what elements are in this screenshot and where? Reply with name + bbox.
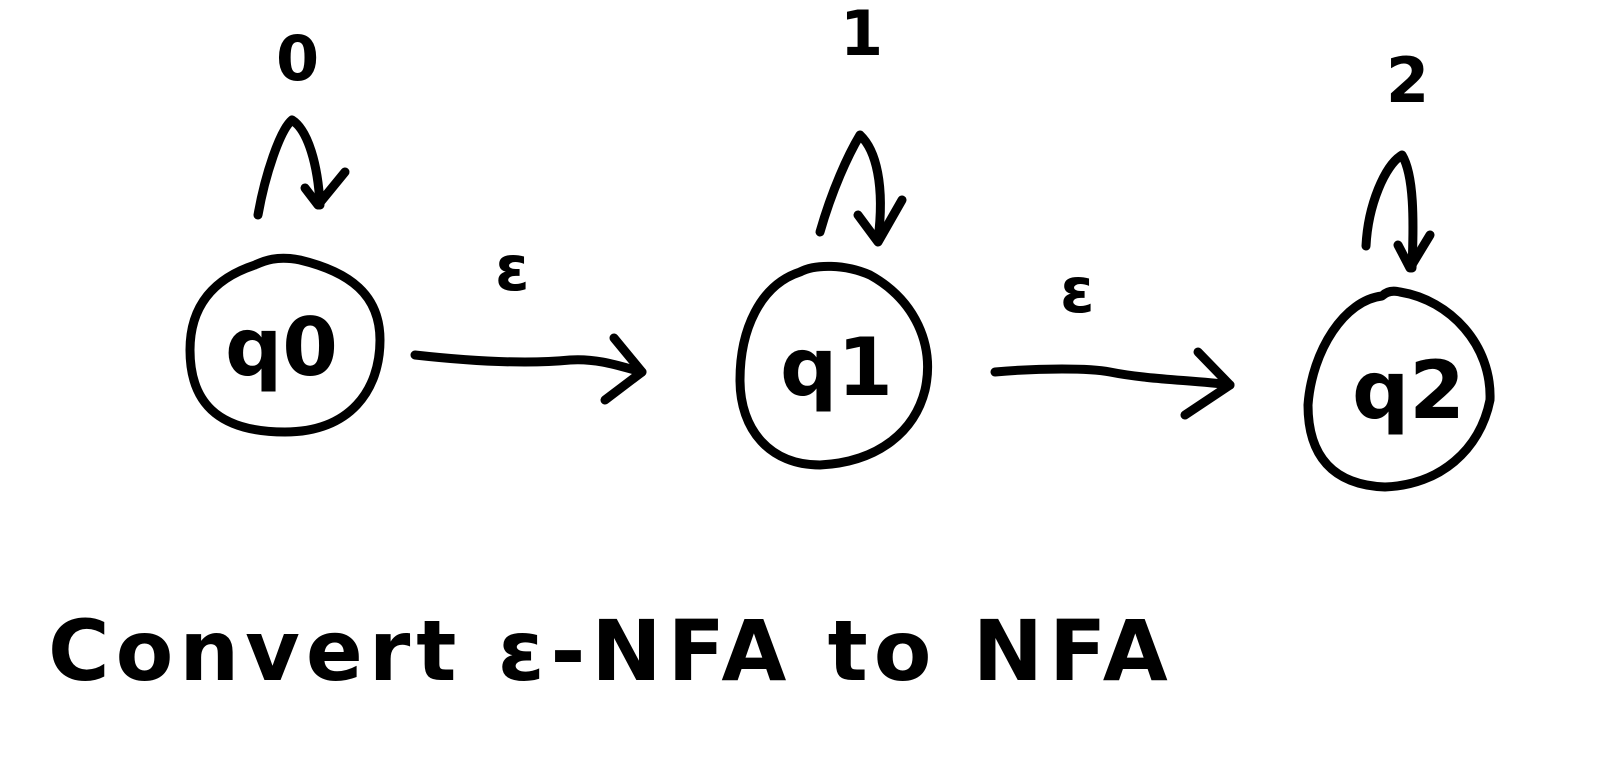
self-loop-q2-arc: [1361, 150, 1418, 273]
transition-q0-q1-arrowhead: [600, 333, 647, 405]
self-loop-q1-arc: [815, 130, 885, 245]
self-loop-q2-arrowhead: [1393, 230, 1435, 273]
self-loop-q0: 0: [253, 22, 350, 220]
state-q2-circle: [1303, 286, 1495, 492]
state-q0-label: q0: [225, 301, 338, 394]
state-q1-circle: [735, 261, 933, 470]
state-q0: q0: [185, 253, 385, 437]
transition-q0-q1: ε: [410, 232, 647, 405]
transition-q1-q2-arrowhead: [1180, 347, 1235, 420]
self-loop-q2: 2: [1361, 44, 1435, 273]
transition-q0-q1-label: ε: [495, 232, 530, 305]
state-q0-circle: [185, 253, 385, 437]
self-loop-q1: 1: [815, 0, 907, 247]
state-q1: q1: [735, 261, 933, 470]
transition-q1-q2-label: ε: [1060, 254, 1095, 327]
state-q1-label: q1: [780, 321, 893, 414]
transition-q1-q2-line: [990, 364, 1235, 390]
transition-q1-q2: ε: [990, 254, 1235, 420]
self-loop-q0-arrowhead: [300, 167, 350, 210]
self-loop-q1-label: 1: [840, 0, 883, 70]
self-loop-q0-label: 0: [276, 22, 319, 95]
self-loop-q1-arrowhead: [853, 195, 907, 247]
self-loop-q0-arc: [253, 115, 325, 220]
state-q2: q2: [1303, 286, 1495, 492]
transition-q0-q1-line: [410, 350, 647, 377]
self-loop-q2-label: 2: [1386, 44, 1429, 117]
diagram-caption: Convert ε-NFA to NFA: [48, 602, 1174, 700]
state-q2-label: q2: [1352, 344, 1465, 437]
